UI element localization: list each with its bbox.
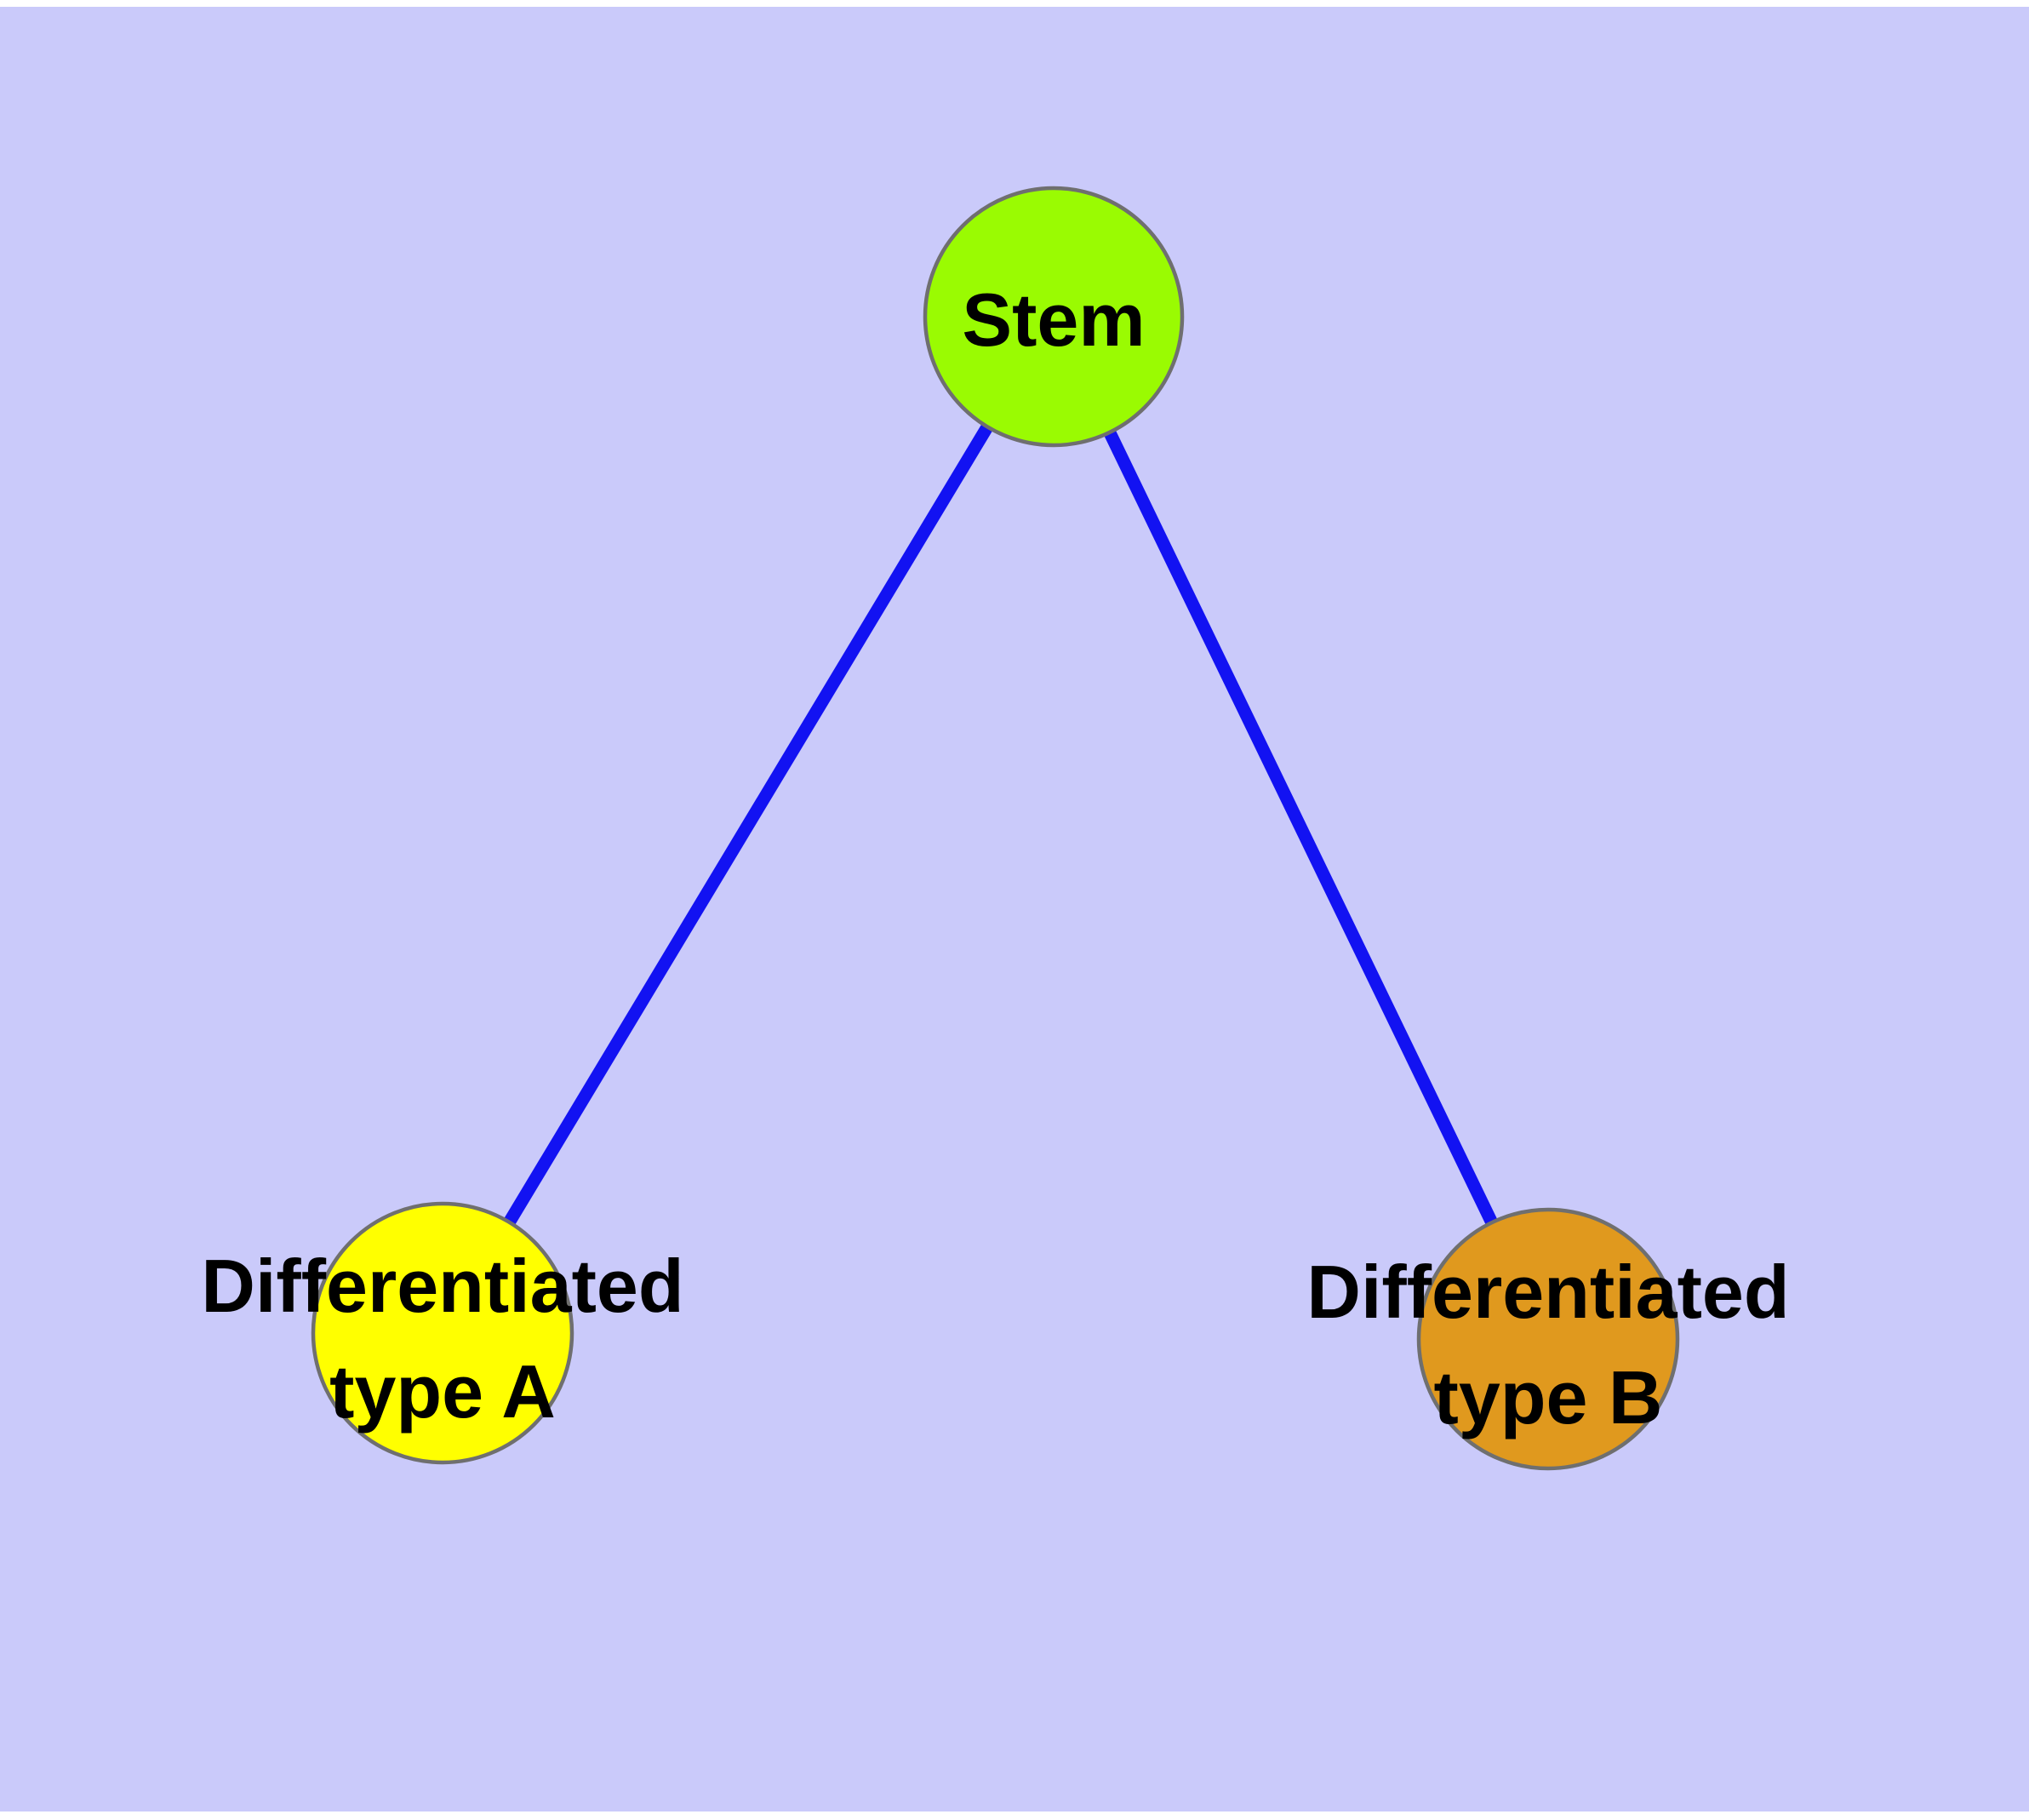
edge-stem-to-type-a — [437, 313, 1060, 1336]
type-a-node-label-line1: Differentiated — [201, 1244, 683, 1328]
type-a-node-label-line2: type A — [329, 1349, 556, 1434]
edge-stem-to-type-b — [1048, 313, 1554, 1342]
type-b-node-label-line1: Differentiated — [1306, 1250, 1789, 1334]
type-a-node-circle — [311, 1201, 574, 1465]
type-b-node-circle — [1416, 1207, 1680, 1471]
type-b-node-label-line2: type B — [1434, 1355, 1663, 1439]
stem-node-label: Stem — [962, 278, 1145, 362]
stem-node-circle — [923, 186, 1185, 448]
